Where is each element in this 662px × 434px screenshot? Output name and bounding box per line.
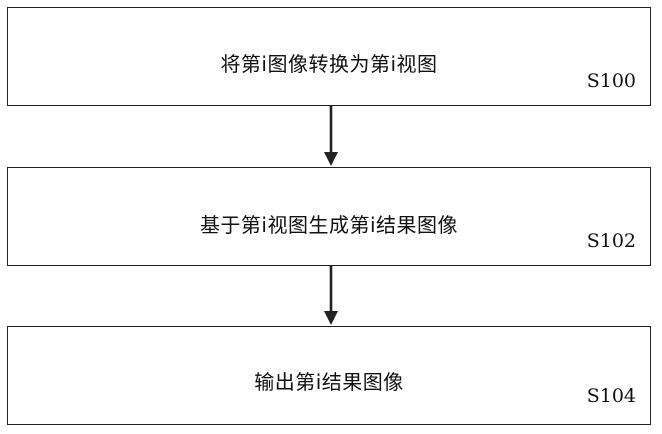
flow-step-s104: 输出第i结果图像 S104 [7,326,651,425]
step-text: 将第i图像转换为第i视图 [220,52,438,76]
flow-step-s100: 将第i图像转换为第i视图 S100 [7,7,651,106]
down-arrow-icon [324,266,338,325]
step-id-label: S102 [586,230,636,252]
step-id-label: S104 [586,385,636,407]
step-text: 输出第i结果图像 [254,370,404,394]
flow-step-s102: 基于第i视图生成第i结果图像 S102 [7,167,651,266]
down-arrow-icon [324,106,338,166]
step-text: 基于第i视图生成第i结果图像 [199,213,459,237]
step-id-label: S100 [586,70,636,92]
